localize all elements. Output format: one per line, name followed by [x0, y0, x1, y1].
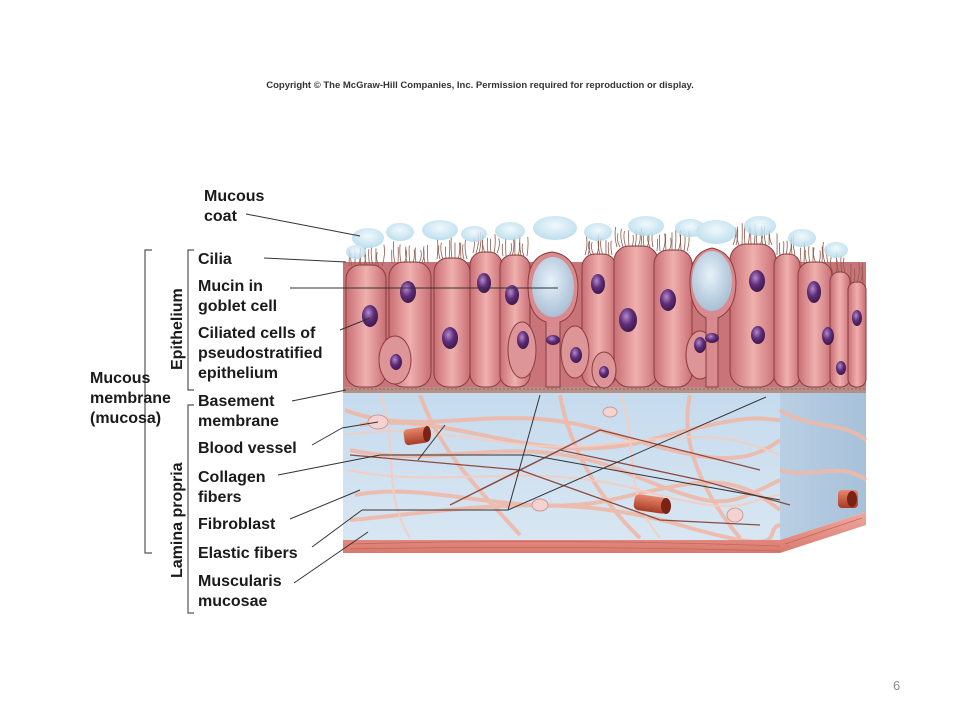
label-collagen-fibers: Collagen fibers [198, 469, 270, 506]
label-mucous-membrane: Mucous membrane (mucosa) [90, 370, 175, 427]
label-ciliated-cells: Ciliated cells of pseudostratified epith… [198, 325, 327, 382]
label-elastic-fibers: Elastic fibers [198, 545, 298, 562]
label-mucous-coat: Mucous coat [204, 188, 269, 225]
label-epithelium: Epithelium [169, 288, 186, 370]
label-blood-vessel: Blood vessel [198, 440, 297, 457]
lamina-propria [343, 392, 866, 542]
label-muscularis-mucosae: Muscularis mucosae [198, 573, 286, 610]
epithelium [343, 216, 866, 388]
label-cilia: Cilia [198, 251, 232, 268]
page-number: 6 [893, 678, 900, 693]
diagram-labels: Mucous coat Cilia Mucin in goblet cell C… [90, 188, 327, 610]
label-fibroblast: Fibroblast [198, 516, 276, 533]
label-mucin: Mucin in goblet cell [198, 278, 277, 315]
mucin-droplet [532, 257, 574, 317]
label-lamina-propria: Lamina propria [169, 462, 186, 578]
label-basement-membrane: Basement membrane [198, 393, 279, 430]
